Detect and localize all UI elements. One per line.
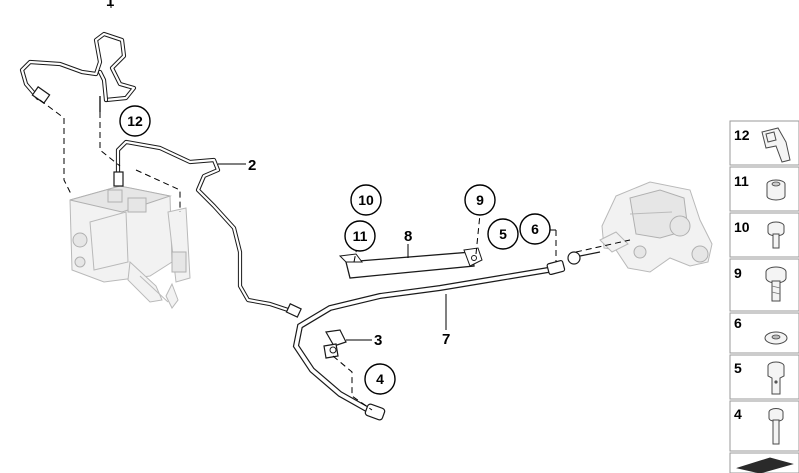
callout-8: 8 [404,228,412,245]
callout-circle-10: 10 [350,184,382,216]
bracket-3 [323,329,347,359]
callout-circle-6: 6 [519,213,551,245]
side-item-12: 12 [729,120,799,166]
callout-circle-5: 5 [487,218,519,250]
side-label-11: 11 [734,173,749,189]
callout-1: 1 [106,0,114,10]
side-item-6: 6 [729,312,799,354]
tab-icon [736,457,794,473]
banjo-bolt-icon [767,361,785,395]
side-parts-panel: 12 11 10 [729,120,799,473]
side-label-10: 10 [734,219,750,235]
brake-caliper-ghost [599,181,713,273]
callout-circle-12: 12 [119,105,151,137]
callout-3: 3 [374,332,382,349]
brake-hose-7 [292,251,601,421]
side-label-12: 12 [734,127,750,143]
side-label-6: 6 [734,315,742,331]
callout-9: 9 [476,192,484,208]
callout-11: 11 [353,228,368,244]
side-item-tab [729,452,799,473]
side-item-5: 5 [729,354,799,400]
bolt-icon [768,408,784,445]
brake-pipe-2 [113,139,302,318]
leader-lines [110,0,556,341]
abs-unit-ghost [69,185,191,309]
brake-pipe-1 [19,31,137,112]
flange-screw-icon [765,266,787,302]
screw-icon [767,221,785,249]
callout-7: 7 [442,331,450,348]
side-label-9: 9 [734,265,742,281]
circled-callouts: 12 4 10 11 9 5 6 [119,105,551,395]
washer-icon [764,331,788,345]
side-item-4: 4 [729,400,799,452]
callout-6: 6 [531,221,539,237]
callout-circle-9: 9 [464,184,496,216]
protective-sleeve-8 [338,247,483,279]
callout-10: 10 [358,192,374,208]
side-label-4: 4 [734,406,742,422]
side-item-10: 10 [729,212,799,258]
side-item-11: 11 [729,166,799,212]
grommet-icon [766,179,786,201]
callout-2: 2 [248,157,256,174]
callout-12: 12 [127,113,143,129]
callout-circle-11: 11 [344,220,376,252]
callout-labels: 1 2 3 7 8 [106,0,450,349]
hose-clip-icon [761,127,791,163]
callout-5: 5 [499,226,507,242]
callout-circle-4: 4 [364,363,396,395]
callout-4: 4 [376,371,384,387]
side-item-9: 9 [729,258,799,312]
side-label-5: 5 [734,360,742,376]
